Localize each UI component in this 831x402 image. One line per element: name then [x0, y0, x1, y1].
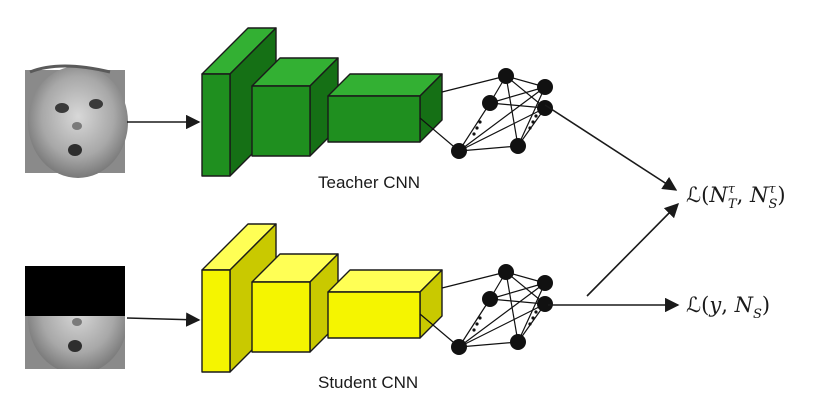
- conv-layer-3: [327, 73, 443, 143]
- conv-layer-1-front: [201, 269, 231, 373]
- teacher-fc-network: [419, 68, 553, 159]
- fc-node: [451, 339, 467, 355]
- fc-edge: [489, 282, 546, 300]
- fc-ellipsis-dot: [531, 120, 535, 124]
- student-cnn-label: Student CNN: [318, 373, 418, 392]
- fc-ellipsis-dot: [475, 126, 479, 130]
- fc-edge: [517, 86, 546, 147]
- student-cnn-layers: [201, 223, 443, 373]
- conv-layer-3-front: [327, 291, 421, 339]
- fc-node: [510, 138, 526, 154]
- fc-node: [537, 275, 553, 291]
- conv-layer-1-front: [201, 73, 231, 177]
- fc-edge: [458, 298, 491, 348]
- fc-edge: [458, 282, 546, 348]
- fc-edge: [458, 86, 546, 152]
- teacher-cnn-layers: [201, 27, 443, 177]
- fc-node: [498, 68, 514, 84]
- fc-edge: [458, 145, 519, 152]
- student-to-distill-loss-arrow: [586, 202, 680, 297]
- fc-node: [537, 79, 553, 95]
- teacher-cnn-label: Teacher CNN: [318, 173, 420, 192]
- fc-node: [482, 95, 498, 111]
- student-input-arrow: [126, 312, 201, 327]
- teacher-input-image: [25, 64, 128, 178]
- conv-layer-3-front: [327, 95, 421, 143]
- fc-input-edge: [419, 117, 460, 152]
- fc-edge: [505, 75, 546, 109]
- fc-edge: [458, 107, 546, 152]
- conv-layer-2-front: [251, 85, 311, 157]
- fc-ellipsis-dot: [531, 316, 535, 320]
- fc-node: [498, 264, 514, 280]
- fc-input-edge: [419, 313, 460, 348]
- fc-ellipsis-dot: [528, 322, 532, 326]
- fc-edge: [458, 341, 519, 348]
- fc-ellipsis-dot: [475, 322, 479, 326]
- fc-input-edge: [441, 75, 507, 93]
- fc-ellipsis-dot: [534, 310, 538, 314]
- fc-edge: [517, 282, 546, 343]
- teacher-to-distill-loss-arrow: [544, 104, 678, 191]
- fc-edge: [458, 102, 491, 152]
- fc-ellipsis-dot: [472, 328, 476, 332]
- fc-node: [537, 296, 553, 312]
- conv-layer-2-front: [251, 281, 311, 353]
- fc-ellipsis-dot: [528, 126, 532, 130]
- conv-layer-2: [251, 253, 339, 353]
- fc-node: [482, 291, 498, 307]
- fc-ellipsis-dot: [472, 132, 476, 136]
- fc-ellipsis-dot: [478, 316, 482, 320]
- conv-layer-2: [251, 57, 339, 157]
- conv-layer-3: [327, 269, 443, 339]
- mask-block: [25, 266, 125, 316]
- fc-edge: [489, 86, 546, 104]
- fc-node: [451, 143, 467, 159]
- hard-loss-label: ℒ(y, NS): [686, 293, 770, 322]
- fc-edge: [458, 303, 546, 348]
- fc-edge: [505, 271, 546, 305]
- student-fc-network: [419, 264, 553, 355]
- fc-ellipsis-dot: [478, 120, 482, 124]
- fc-node: [537, 100, 553, 116]
- fc-ellipsis-dot: [534, 114, 538, 118]
- fc-input-edge: [441, 271, 507, 289]
- student-input-image: [25, 266, 125, 369]
- fc-node: [510, 334, 526, 350]
